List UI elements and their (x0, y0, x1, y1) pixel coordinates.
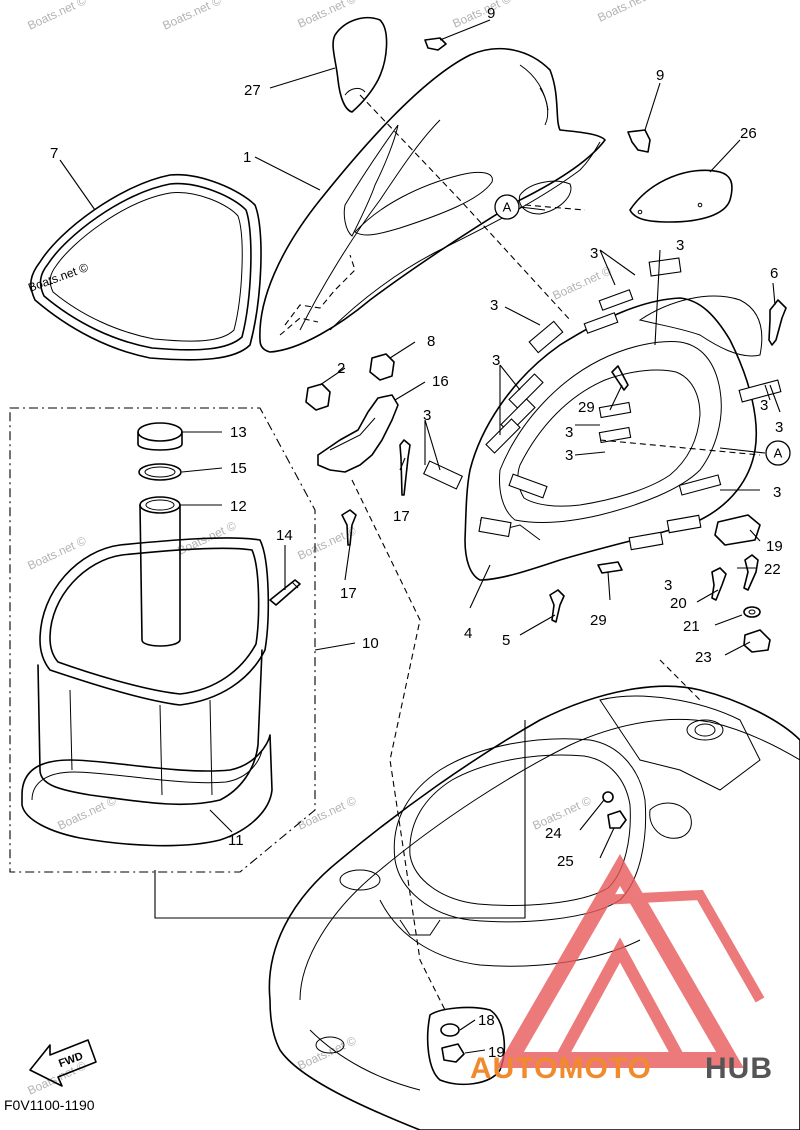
detail-tag-label: A (503, 200, 512, 215)
callout-13: 13 (230, 424, 247, 441)
callout-3i: 3 (773, 484, 781, 501)
callout-3b: 3 (676, 237, 684, 254)
callout-3j: 3 (664, 577, 672, 594)
callout-3g: 3 (565, 424, 573, 441)
callout-26: 25 (557, 853, 574, 870)
callout-19: 19 (488, 1044, 505, 1061)
watermark: Boats.net © (55, 793, 118, 832)
fastener-group-right (711, 514, 771, 653)
callout-17a: 17 (393, 508, 410, 525)
watermark: Boats.net © (450, 0, 513, 31)
callout-3c: 3 (490, 297, 498, 314)
watermark: Boats.net © (550, 263, 613, 302)
bolt-part-6 (768, 299, 787, 346)
hull-body (268, 685, 800, 1130)
part-28 (332, 16, 388, 113)
callouts: 9 27 9 26 7 1 3 3 6 3 3 3 3 3 3 3 3 2 8 … (50, 5, 783, 1061)
callout-12: 12 (230, 498, 247, 515)
callout-3e: 3 (423, 407, 431, 424)
callout-27: 26 (740, 125, 757, 142)
leader-lines (59, 19, 781, 1054)
watermark: Boats.net © (295, 523, 358, 562)
callout-4: 4 (464, 625, 472, 642)
screws-5-29 (549, 365, 629, 623)
callout-18: 18 (478, 1012, 495, 1029)
hood-part-1 (259, 47, 606, 353)
clip-part-9 (424, 37, 651, 153)
brand-name-part2: HUB (705, 1052, 773, 1085)
detail-tag-circle (765, 440, 791, 466)
kit-boundary-box (9, 407, 316, 873)
watermark: Boats.net © (295, 0, 358, 31)
callout-24: 23 (695, 649, 712, 666)
callout-14: 14 (276, 527, 293, 544)
callout-9a: 9 (487, 5, 495, 22)
callout-20: 19 (766, 538, 783, 555)
callout-8: 8 (427, 333, 435, 350)
callout-9b: 9 (656, 67, 664, 84)
callout-21: 20 (670, 595, 687, 612)
callout-3d: 3 (492, 352, 500, 369)
brand-logo: AUTOMOTO HUB (470, 854, 773, 1085)
watermark: Boats.net © (26, 260, 90, 295)
callout-11: 11 (228, 832, 244, 849)
callout-22: 21 (683, 618, 700, 635)
watermark: Boats.net © (25, 0, 88, 33)
watermark: Boats.net © (530, 793, 593, 832)
watermarks: Boats.net © Boats.net © Boats.net © Boat… (25, 0, 658, 1098)
alignment-lines (351, 94, 761, 1011)
callout-3h: 3 (565, 447, 573, 464)
watermark: Boats.net © (25, 533, 88, 572)
callout-28: 27 (244, 82, 261, 99)
watermark: Boats.net © (295, 793, 358, 832)
callout-16: 16 (432, 373, 449, 390)
callout-3k: 3 (760, 397, 768, 414)
callout-29b: 29 (590, 612, 607, 629)
detail-tags: A A (494, 194, 791, 466)
callout-3f: 3 (775, 419, 783, 436)
hinge-group (305, 353, 411, 546)
watermark: Boats.net © (595, 0, 658, 25)
detail-tag-label: A (774, 446, 783, 461)
callout-10: 10 (362, 635, 379, 652)
callout-6: 6 (770, 265, 778, 282)
watermark: Boats.net © (160, 0, 223, 33)
callout-1: 1 (243, 149, 251, 166)
callout-23: 22 (764, 561, 781, 578)
callout-17b: 17 (340, 585, 357, 602)
callout-3a: 3 (590, 245, 598, 262)
callout-29a: 29 (578, 399, 595, 416)
detail-tag-circle (494, 194, 520, 220)
seal-ring-part-7 (30, 173, 262, 361)
storage-bucket-group (21, 537, 273, 847)
brand-triangle-icon (496, 854, 765, 1068)
front-compartment-part-4 (422, 257, 782, 581)
callout-5: 5 (502, 632, 510, 649)
part-27 (629, 169, 733, 223)
callout-7: 7 (50, 145, 58, 162)
callout-15: 15 (230, 460, 247, 477)
hose-fitting-part-14 (269, 579, 301, 606)
fuel-neck-group (137, 422, 183, 647)
callout-2: 2 (337, 360, 345, 377)
callout-25: 24 (545, 825, 562, 842)
diagram-code: F0V1100-1190 (4, 1097, 95, 1113)
brand-name-part1: AUTOMOTO (470, 1052, 652, 1085)
